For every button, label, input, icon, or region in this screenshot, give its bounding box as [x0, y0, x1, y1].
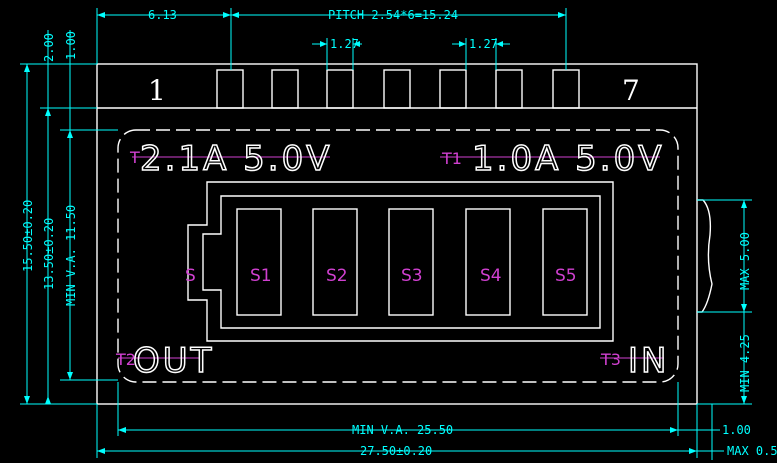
- cell-s5: [542, 208, 588, 316]
- dim-width-va: MIN V.A. 25.50: [352, 423, 453, 437]
- dim-right-min425: MIN 4.25: [738, 334, 752, 392]
- cell-s3: [388, 208, 434, 316]
- pin-rect: [552, 69, 580, 109]
- viewing-area-outline: [117, 129, 679, 383]
- left-reading: 2.1A 5.0V: [140, 139, 332, 179]
- segment-label-t3: T3: [600, 350, 621, 369]
- cell-s4: [465, 208, 511, 316]
- dim-right-1: 1.00: [722, 423, 751, 437]
- dim-height-va: MIN V.A. 11.50: [64, 205, 78, 306]
- dim-height-glass: 13.50±0.20: [42, 218, 56, 290]
- dim-pitch: PITCH 2.54*6=15.24: [328, 8, 458, 22]
- pin-row: [216, 69, 580, 109]
- dim-right-max5: MAX 5.00: [738, 232, 752, 290]
- dim-left-2: 2.00: [42, 33, 56, 62]
- pin-1-label: 1: [148, 74, 166, 107]
- cell-s2: [312, 208, 358, 316]
- pin-rect: [216, 69, 244, 109]
- side-bulge: [697, 199, 713, 313]
- pin-rect: [495, 69, 523, 109]
- cell-s1: [236, 208, 282, 316]
- segment-label-s3: S3: [401, 266, 423, 286]
- glass-outline: [96, 63, 698, 405]
- battery-inner: [202, 195, 601, 329]
- dim-width-total: 27.50±0.20: [360, 444, 432, 458]
- segment-label-s4: S4: [480, 266, 502, 286]
- segment-label-s2: S2: [326, 266, 348, 286]
- pin-rect: [271, 69, 299, 109]
- segment-label-s: S: [185, 266, 196, 286]
- dimension-lines: [20, 8, 752, 460]
- segment-label-t2: T2: [115, 350, 136, 369]
- segment-label-t: T: [129, 148, 140, 167]
- dim-right-max05: MAX 0.5: [727, 444, 777, 458]
- pin-rect: [383, 69, 411, 109]
- dim-left-1: 1.00: [64, 31, 78, 60]
- out-label: OUT: [133, 341, 214, 381]
- segment-label-s5: S5: [555, 266, 577, 286]
- dim-pin-width-a: 1.27: [330, 37, 359, 51]
- pin-7-label: 7: [622, 74, 640, 107]
- segment-label-s1: S1: [250, 266, 272, 286]
- right-reading: 1.0A 5.0V: [472, 139, 664, 179]
- battery-outer: [187, 181, 614, 342]
- dim-height-total: 15.50±0.20: [21, 200, 35, 272]
- pin-rect: [326, 69, 354, 109]
- segment-label-t1: T1: [441, 149, 462, 168]
- dim-pin-width-b: 1.27: [469, 37, 498, 51]
- pin-rect: [439, 69, 467, 109]
- in-label: IN: [628, 341, 669, 381]
- dim-top-left: 6.13: [148, 8, 177, 22]
